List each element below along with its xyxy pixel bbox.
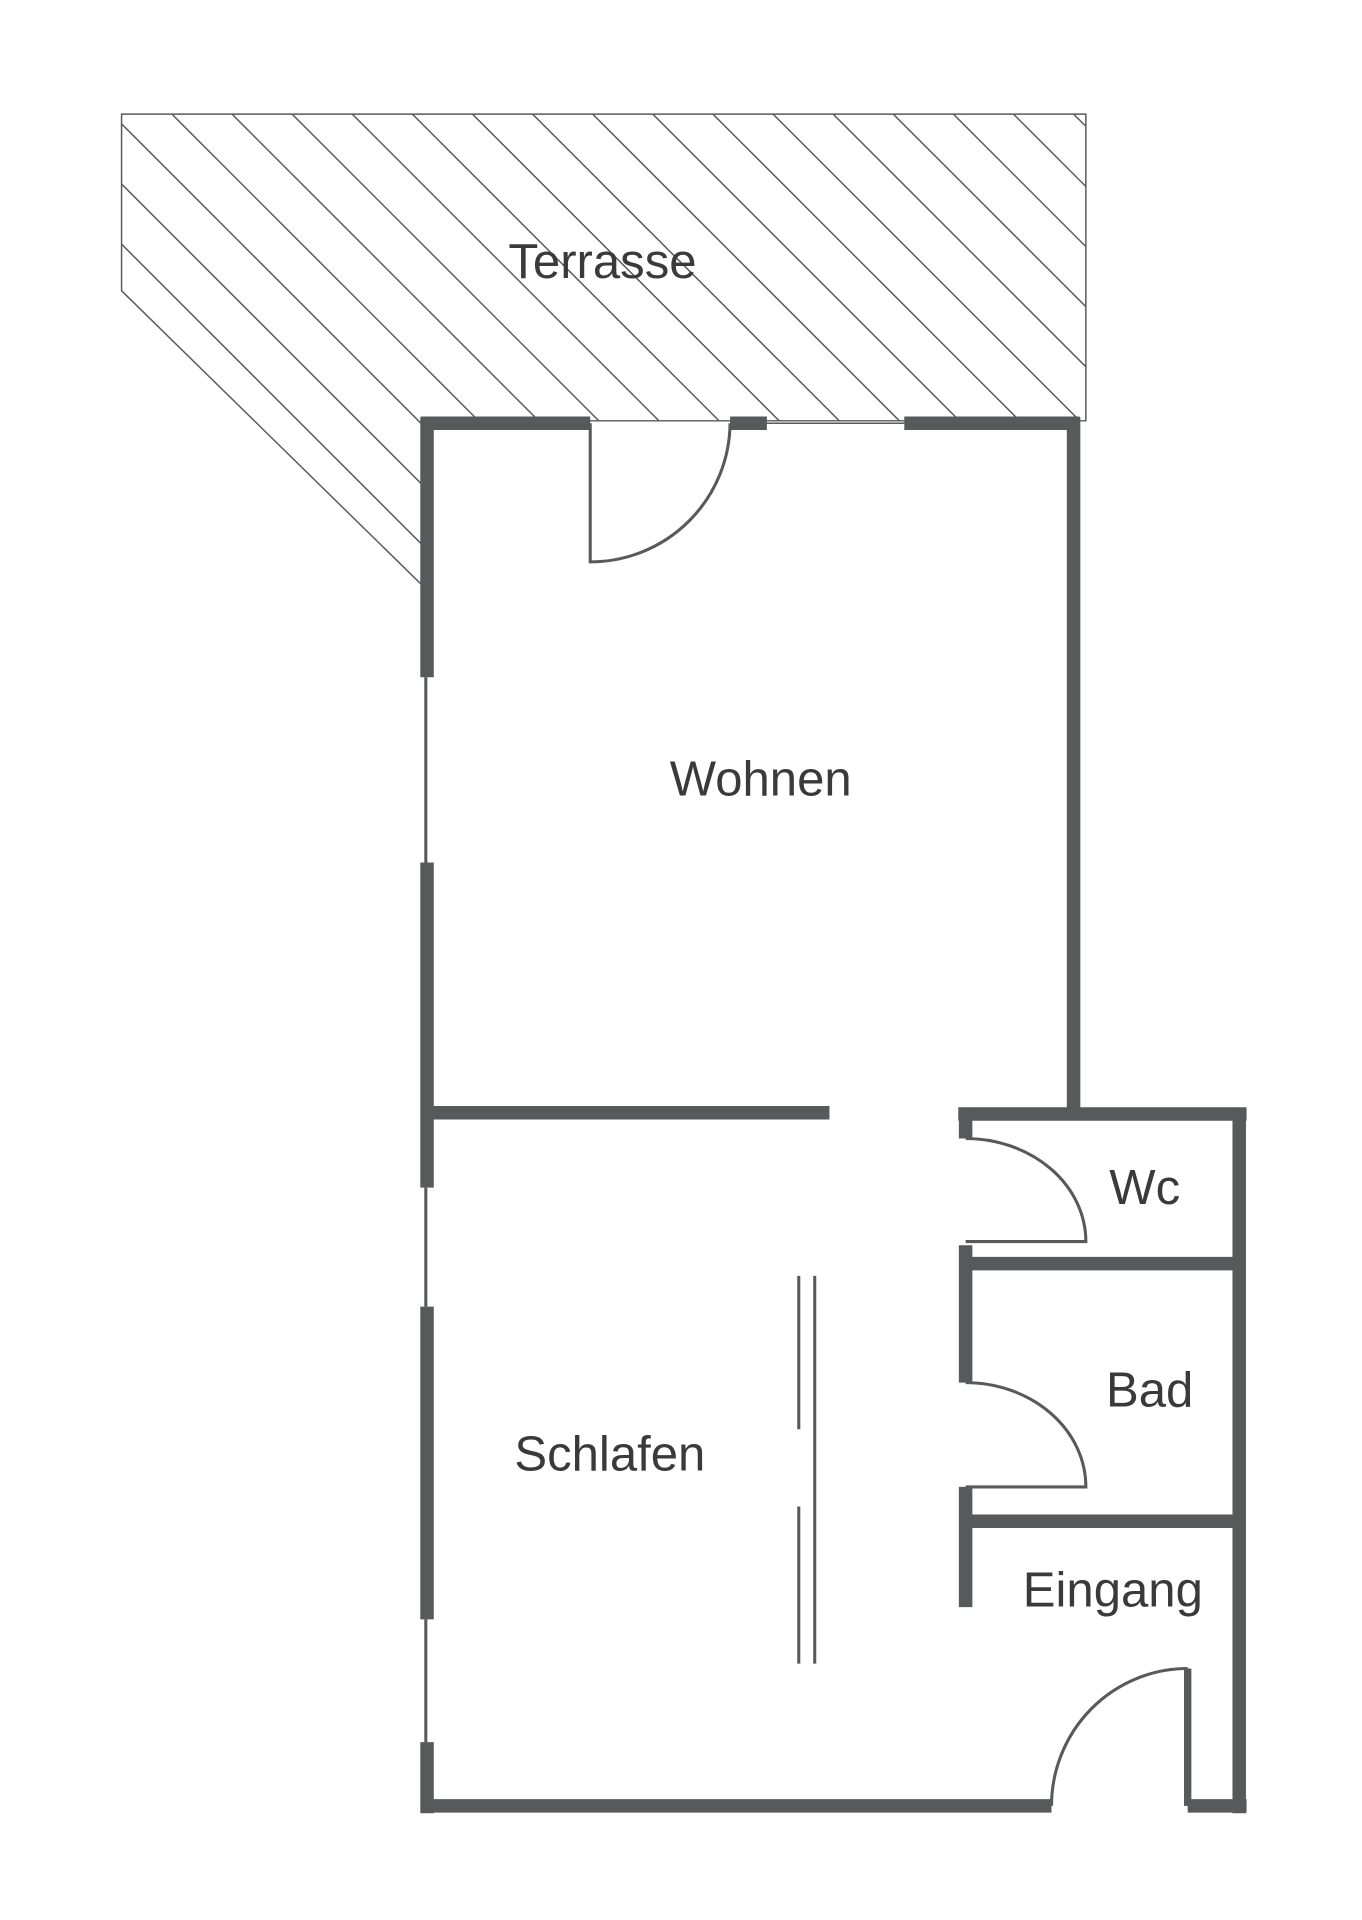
hatch-line xyxy=(1073,114,1086,587)
hatch-line xyxy=(121,114,726,587)
room-label-bedroom: Schlafen xyxy=(514,1427,705,1481)
room-label-living: Wohnen xyxy=(670,753,852,807)
door-bad-swing xyxy=(965,1381,1088,1489)
hatch-line xyxy=(892,114,1086,587)
room-label-bath: Bad xyxy=(1106,1364,1193,1418)
wardrobe xyxy=(797,1275,817,1664)
hatch-line xyxy=(1134,114,1362,727)
hatch-line xyxy=(121,114,426,587)
hatch-line xyxy=(121,114,666,587)
door-entrance-swing xyxy=(1049,1666,1188,1806)
room-label-terrace: Terrasse xyxy=(508,235,696,289)
hatch-line xyxy=(121,114,365,587)
terrace-area xyxy=(120,113,1362,727)
hatch-line xyxy=(121,114,305,587)
door-wohnen-swing xyxy=(588,423,732,564)
hatch-line xyxy=(121,114,486,587)
room-label-entrance: Eingang xyxy=(1023,1564,1203,1618)
door-wc-swing xyxy=(965,1136,1088,1244)
hatch-line xyxy=(952,114,1086,587)
hatch-line xyxy=(121,114,606,587)
walls xyxy=(420,416,1247,1814)
hatch-line xyxy=(1194,114,1362,727)
room-label-wc: Wc xyxy=(1109,1161,1180,1215)
doors xyxy=(588,423,1192,1806)
hatch-line xyxy=(832,114,1086,587)
